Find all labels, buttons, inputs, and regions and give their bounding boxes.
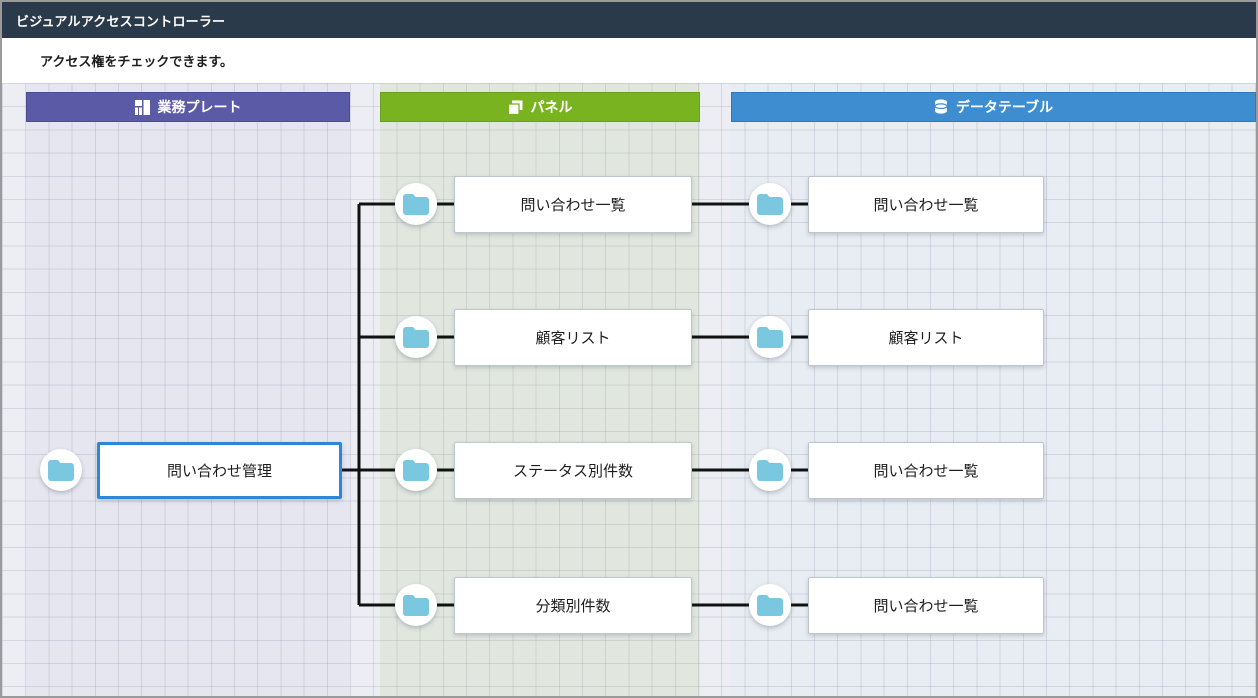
- node-panel-3-label: 分類別件数: [535, 598, 611, 615]
- column-header-plate[interactable]: 業務プレート: [26, 92, 350, 122]
- column-header-table[interactable]: データテーブル: [731, 92, 1256, 122]
- node-table-3-label: 問い合わせ一覧: [873, 598, 979, 615]
- panel-window-icon: [507, 100, 523, 115]
- node-table-0-label: 問い合わせ一覧: [873, 197, 979, 214]
- connector-lines: [342, 202, 808, 607]
- node-panel-3[interactable]: 分類別件数: [454, 577, 692, 634]
- folder-icon: [395, 449, 437, 491]
- folder-icon: [395, 584, 437, 626]
- node-panel-0-label: 問い合わせ一覧: [520, 197, 626, 214]
- node-table-1[interactable]: 顧客リスト: [808, 309, 1044, 366]
- node-table-0[interactable]: 問い合わせ一覧: [808, 176, 1044, 233]
- folder-icon: [749, 449, 791, 491]
- column-header-table-label: データテーブル: [955, 99, 1054, 115]
- node-panel-2[interactable]: ステータス別件数: [454, 442, 692, 499]
- node-panel-1-label: 顧客リスト: [535, 330, 611, 347]
- window-title: ビジュアルアクセスコントローラー: [16, 13, 226, 29]
- folder-icon: [395, 183, 437, 225]
- column-header-panel-label: パネル: [530, 99, 573, 115]
- node-plate-0[interactable]: 問い合わせ管理: [97, 442, 342, 499]
- window-titlebar: ビジュアルアクセスコントローラー: [2, 2, 1256, 38]
- folder-icon: [40, 449, 82, 491]
- subtitle-text: アクセス権をチェックできます。: [40, 54, 234, 69]
- folder-icon: [749, 316, 791, 358]
- node-table-1-label: 顧客リスト: [888, 330, 964, 347]
- node-plate-0-label: 問い合わせ管理: [166, 463, 272, 480]
- node-table-2-label: 問い合わせ一覧: [873, 463, 979, 480]
- dashboard-grid-icon: [134, 99, 150, 115]
- folder-icon: [749, 584, 791, 626]
- folder-icon: [395, 316, 437, 358]
- node-table-3[interactable]: 問い合わせ一覧: [808, 577, 1044, 634]
- node-table-2[interactable]: 問い合わせ一覧: [808, 442, 1044, 499]
- folder-icon: [749, 183, 791, 225]
- node-panel-0[interactable]: 問い合わせ一覧: [454, 176, 692, 233]
- database-icon: [934, 99, 948, 115]
- node-panel-1[interactable]: 顧客リスト: [454, 309, 692, 366]
- subtitle-bar: アクセス権をチェックできます。: [2, 38, 1256, 83]
- column-header-plate-label: 業務プレート: [157, 99, 242, 115]
- node-panel-2-label: ステータス別件数: [512, 463, 633, 480]
- column-header-panel[interactable]: パネル: [380, 92, 700, 122]
- diagram-canvas[interactable]: 業務プレート パネル データテーブル: [2, 83, 1256, 696]
